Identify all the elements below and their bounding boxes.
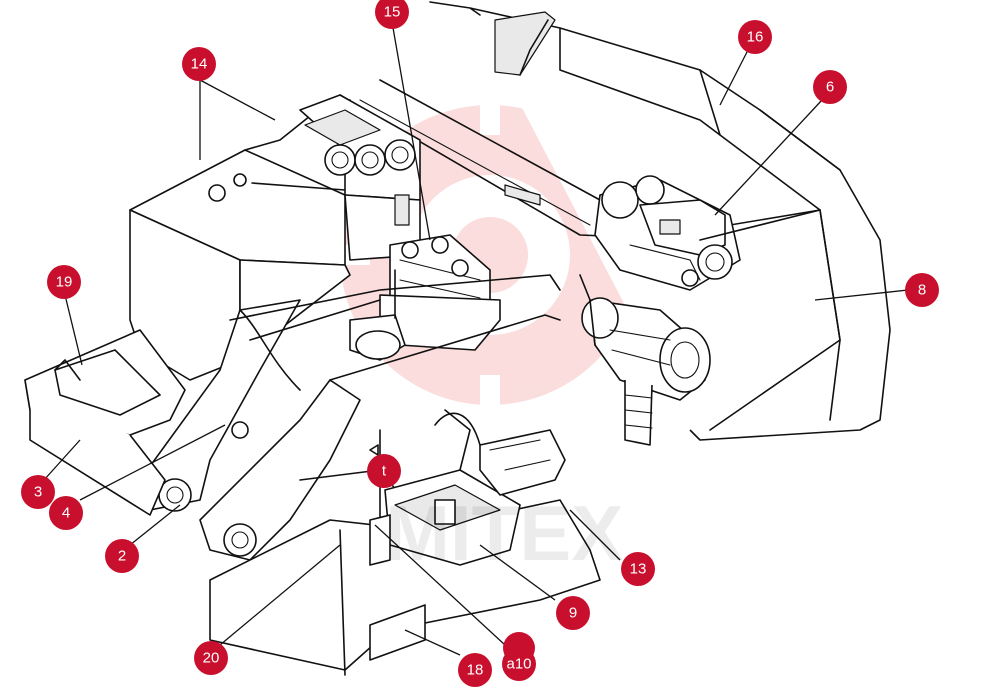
callout-13-label: 13 [630, 561, 647, 578]
callout-6[interactable]: 6 [813, 70, 847, 104]
tank-assembly [129, 94, 421, 381]
callout-10-label: a10 [506, 656, 531, 673]
callout-14-label: 14 [191, 56, 208, 73]
machine-body [339, 1, 891, 446]
callout-9[interactable]: 9 [556, 596, 590, 630]
callout-18-label: 18 [467, 662, 484, 679]
callout-t-label: t [382, 463, 387, 480]
callout-6-label: 6 [826, 79, 834, 96]
callout-3-label: 3 [34, 484, 42, 501]
callout-16-label: 16 [747, 29, 764, 46]
callout-19-label: 19 [56, 274, 73, 291]
callout-9-label: 9 [569, 605, 577, 622]
callout-8[interactable]: 8 [905, 273, 939, 307]
callout-16[interactable]: 16 [738, 20, 772, 54]
boom-arms [139, 274, 561, 561]
leader-lines [43, 21, 909, 656]
callout-3[interactable]: 3 [21, 475, 55, 509]
callout-4[interactable]: 4 [49, 496, 83, 530]
callout-4-label: 4 [62, 505, 70, 522]
electrical-box [369, 409, 566, 566]
callout-10[interactable]: a10 [502, 632, 536, 681]
callout-20-label: 20 [203, 650, 220, 667]
callout-18[interactable]: 18 [458, 653, 492, 687]
callout-15-label: 15 [384, 4, 401, 21]
callout-t[interactable]: t [367, 454, 401, 488]
callout-20[interactable]: 20 [194, 641, 228, 675]
callout-8-label: 8 [918, 282, 926, 299]
front-deck [24, 329, 186, 516]
callout-13[interactable]: 13 [621, 552, 655, 586]
callout-2[interactable]: 2 [105, 539, 139, 573]
callout-2-label: 2 [118, 548, 126, 565]
engine-block [594, 175, 741, 291]
callout-14[interactable]: 14 [182, 47, 216, 81]
callout-15[interactable]: 15 [375, 0, 409, 29]
watermark-text: MITEX [385, 489, 623, 577]
air-filter [579, 274, 711, 446]
callout-19[interactable]: 19 [47, 265, 81, 299]
